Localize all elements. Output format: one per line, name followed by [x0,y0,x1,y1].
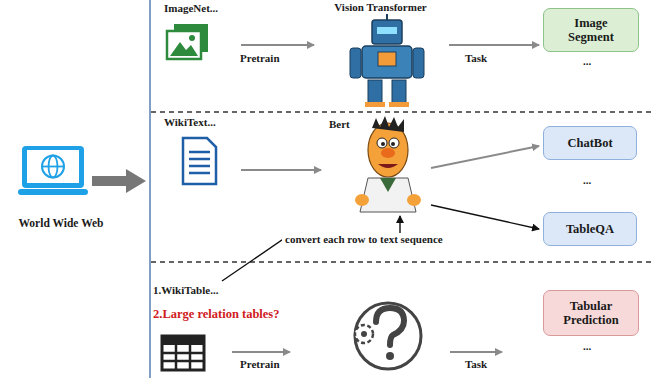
big-arrow [92,169,146,193]
edge-label: convert each row to text sequence [282,233,446,246]
box-text: TableQA [566,222,614,236]
edge-label: Task [465,52,487,65]
divider-line [149,0,151,378]
robot-figure [350,14,424,107]
caption-text: World Wide Web [19,217,104,230]
box-text: Image Segment [550,16,632,45]
web-source: World Wide Web [2,140,120,230]
unknown-model-icon [355,303,421,369]
task-box: ChatBot [543,126,637,160]
connector-arrow [241,44,314,46]
table-source: 1.WikiTable... 2.Large relation tables? [153,284,313,328]
table-icon [162,336,204,370]
model-figure: Bert [325,118,425,214]
bert-figure [355,116,421,212]
ellipsis: ... [583,340,591,353]
edge-label: Pretrain [240,358,280,371]
edge-label: Task [465,358,487,371]
task-box: Image Segment [543,8,639,52]
task-box: Tabular Prediction [543,290,639,336]
image-icon [167,24,208,59]
caption-text: Bert [329,118,350,131]
task-arrow [450,351,502,353]
model-figure: Vision Transformer [318,1,443,111]
box-text: ChatBot [567,136,612,150]
caption-text: 2.Large relation tables? [153,307,280,321]
document-icon [183,138,216,184]
caption-text: WikiText... [164,116,216,129]
box-text: Tabular Prediction [550,299,632,328]
ellipsis: ... [583,55,591,68]
dataset-icon: ImageNet... [160,2,235,64]
caption-text: 1.WikiTable... [153,284,218,297]
edge-label: Pretrain [240,52,280,65]
connector-arrow [222,216,400,281]
dataset-icon: WikiText... [160,116,235,188]
connector-arrow [241,169,321,171]
connector-arrow [431,146,539,168]
connector-arrow [431,205,539,229]
row-separator [151,261,651,263]
ellipsis: ... [583,174,591,187]
computer-icon [18,146,88,195]
connector-arrow [449,44,539,46]
caption-text: Vision Transformer [334,1,426,14]
task-box: TableQA [543,212,637,246]
caption-text: ImageNet... [164,2,218,15]
row-separator [151,111,651,113]
pretrain-arrow [232,351,290,353]
